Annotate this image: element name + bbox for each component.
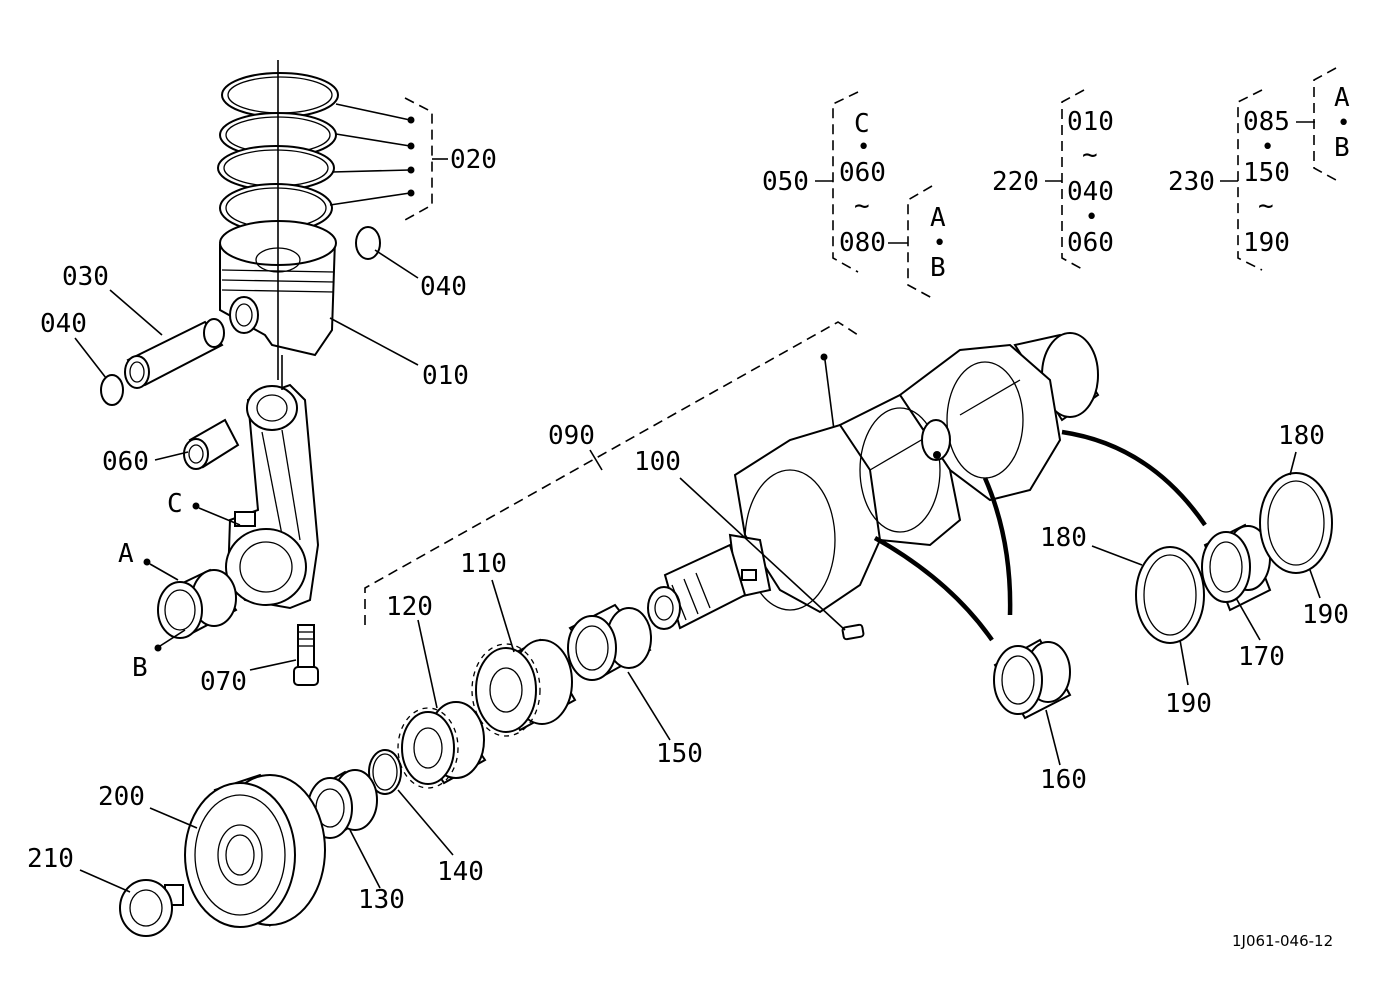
svg-text:085: 085 [1243, 107, 1290, 137]
piston [219, 220, 337, 357]
group-050: 050 C • 060 ~ 080 A • B [762, 91, 946, 299]
svg-text:080: 080 [839, 228, 886, 258]
svg-text:190: 190 [1243, 228, 1290, 258]
main-bearing-160 [993, 638, 1072, 720]
callout-010: 010 [422, 361, 469, 391]
svg-text:~: ~ [1258, 191, 1274, 221]
svg-text:B: B [1334, 133, 1350, 163]
crankshaft [647, 332, 1100, 630]
callout-140: 140 [437, 857, 484, 887]
callout-160: 160 [1040, 765, 1087, 795]
svg-text:C: C [854, 109, 870, 139]
arrow-to-160 [873, 536, 994, 642]
callout-040-left: 040 [40, 309, 87, 339]
o-ring-140 [368, 749, 402, 795]
svg-text:•: • [1085, 205, 1098, 230]
callout-030: 030 [62, 262, 109, 292]
callout-200: 200 [98, 782, 145, 812]
small-end-bush [183, 418, 240, 470]
callout-060: 060 [102, 447, 149, 477]
mark-b: B [132, 653, 148, 683]
key [841, 623, 865, 641]
circlip-right [355, 226, 381, 260]
rear-bearing-170 [1201, 523, 1272, 612]
gear-120 [397, 701, 487, 789]
callout-100: 100 [634, 447, 681, 477]
callout-070: 070 [200, 667, 247, 697]
piston-pin [124, 318, 225, 389]
callout-150: 150 [656, 739, 703, 769]
callout-190-right: 190 [1302, 600, 1349, 630]
circlip-left [100, 374, 124, 406]
group-050-label: 050 [762, 167, 809, 197]
callout-020: 020 [450, 145, 497, 175]
svg-text:040: 040 [1067, 177, 1114, 207]
callout-210: 210 [27, 844, 74, 874]
arrow-to-160b [982, 477, 1013, 616]
svg-text:•: • [1337, 111, 1350, 136]
callout-120: 120 [386, 592, 433, 622]
callout-090: 090 [548, 421, 595, 451]
crank-pulley-200 [184, 773, 326, 928]
svg-text:~: ~ [854, 191, 870, 221]
svg-text:B: B [930, 253, 946, 283]
svg-text:060: 060 [839, 158, 886, 188]
svg-text:~: ~ [1082, 140, 1098, 170]
figure-code: 1J061-046-12 [1232, 932, 1333, 950]
conrod-bolt [293, 624, 319, 686]
svg-text:A: A [930, 203, 946, 233]
callout-110: 110 [460, 549, 507, 579]
mark-c: C [167, 489, 183, 519]
svg-text:060: 060 [1067, 228, 1114, 258]
callout-170: 170 [1238, 642, 1285, 672]
thrust-washer-left [1135, 546, 1205, 644]
svg-text:010: 010 [1067, 107, 1114, 137]
callout-180-left: 180 [1040, 523, 1087, 553]
callout-040-right: 040 [420, 272, 467, 302]
mark-a: A [118, 539, 134, 569]
callout-190-left: 190 [1165, 689, 1212, 719]
svg-text:150: 150 [1243, 158, 1290, 188]
svg-text:•: • [933, 231, 946, 256]
group-230-label: 230 [1168, 167, 1215, 197]
bracket-090 [364, 321, 859, 625]
group-220: 220 010 ~ 040 • 060 [992, 89, 1114, 271]
pulley-nut-210 [119, 879, 184, 937]
svg-text:•: • [1261, 135, 1274, 160]
group-220-label: 220 [992, 167, 1039, 197]
group-230: 230 085 • 150 ~ 190 A • B [1168, 67, 1350, 271]
front-bearing-150 [567, 603, 652, 681]
arrow-to-170 [1061, 429, 1207, 527]
big-end-bearing [157, 568, 238, 639]
svg-text:A: A [1334, 83, 1350, 113]
gear-110 [471, 638, 577, 737]
svg-text:•: • [857, 135, 870, 160]
thrust-washer-right [1259, 472, 1333, 574]
connecting-rod [225, 383, 320, 610]
callout-180-right: 180 [1278, 421, 1325, 451]
callout-130: 130 [358, 885, 405, 915]
